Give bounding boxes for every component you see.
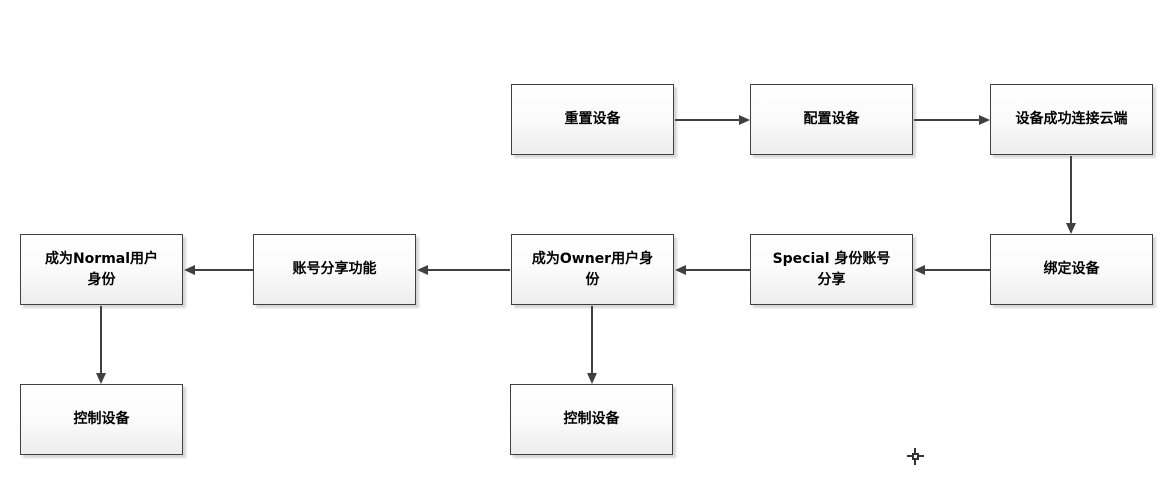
- arrow-share-to-normal[interactable]: [184, 265, 253, 275]
- node-cloud-connected[interactable]: 设备成功连接云端: [990, 84, 1153, 155]
- arrow-cloud-to-bind[interactable]: [1066, 156, 1076, 234]
- node-control-device-normal[interactable]: 控制设备: [20, 384, 183, 455]
- node-reset-device[interactable]: 重置设备: [511, 84, 674, 155]
- node-control-device-owner[interactable]: 控制设备: [510, 384, 673, 455]
- node-special-share[interactable]: Special 身份账号分享: [750, 234, 913, 305]
- node-become-normal[interactable]: 成为Normal用户身份: [20, 234, 183, 305]
- node-bind-device[interactable]: 绑定设备: [990, 234, 1153, 305]
- node-configure-device[interactable]: 配置设备: [750, 84, 913, 155]
- arrow-bind-to-special[interactable]: [914, 265, 990, 275]
- crosshair-cursor-icon: [907, 448, 924, 465]
- arrow-reset-to-configure[interactable]: [675, 115, 750, 125]
- node-become-owner[interactable]: 成为Owner用户身份: [511, 234, 674, 305]
- crosshair-center-square: [912, 453, 919, 460]
- arrow-normal-to-control[interactable]: [96, 306, 106, 384]
- arrow-configure-to-cloud[interactable]: [914, 115, 990, 125]
- arrow-owner-to-share[interactable]: [417, 265, 510, 275]
- arrow-owner-to-control[interactable]: [587, 306, 597, 384]
- arrow-special-to-owner[interactable]: [675, 265, 750, 275]
- node-share-feature[interactable]: 账号分享功能: [253, 234, 416, 305]
